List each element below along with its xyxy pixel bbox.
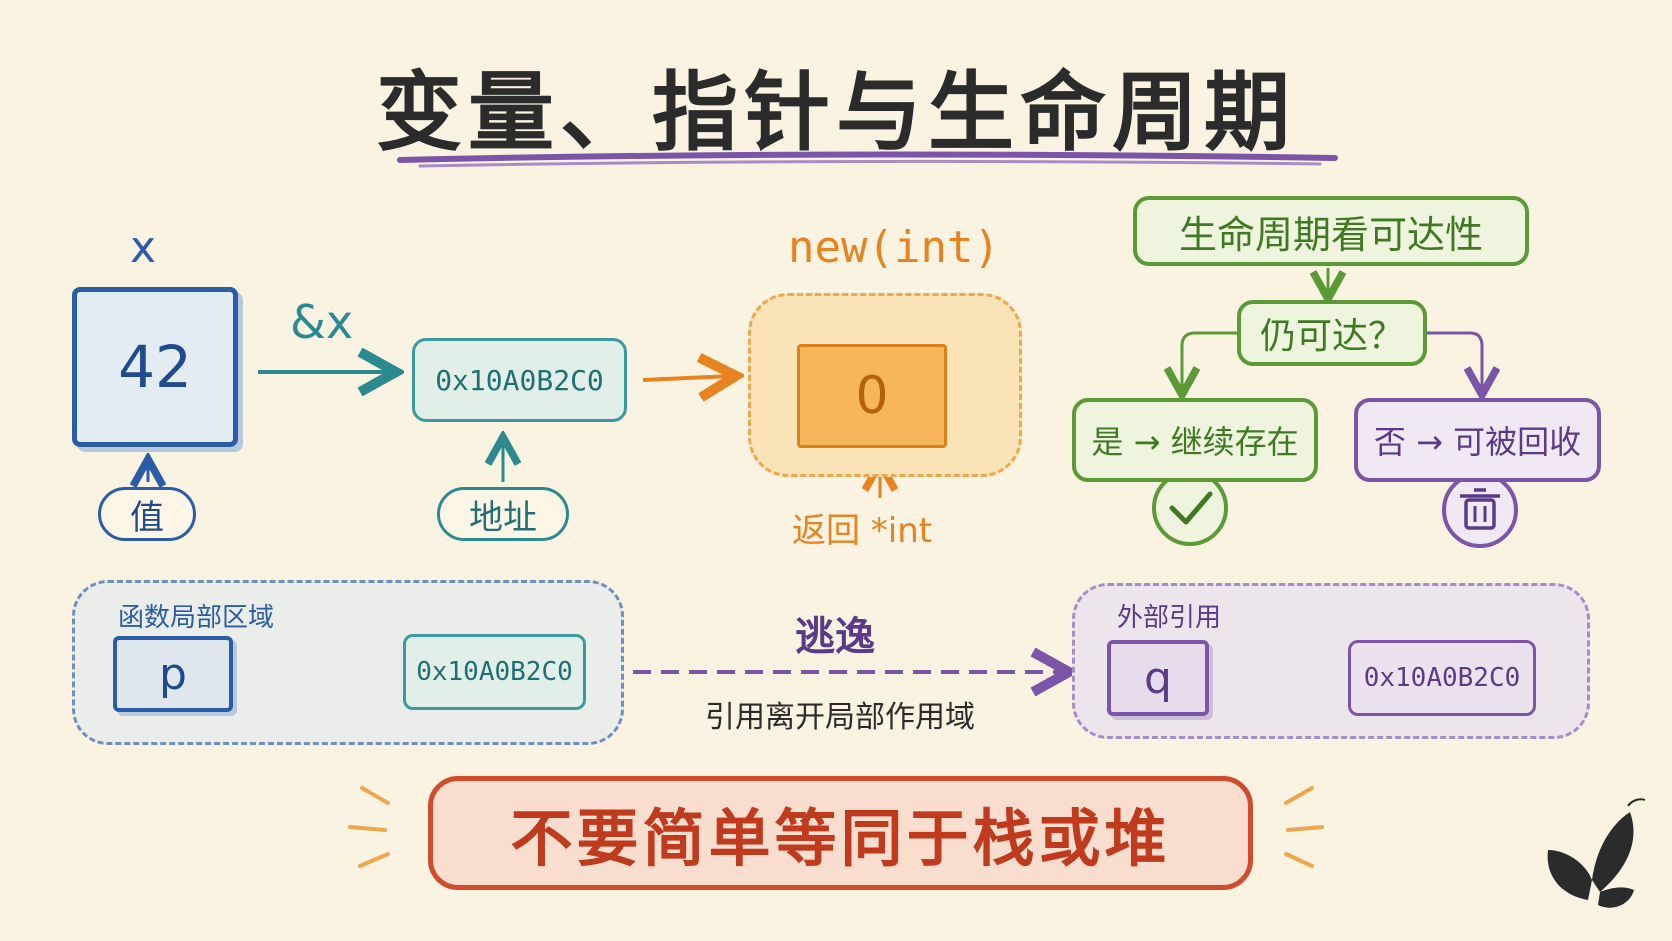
- heap-cell: 0: [797, 344, 947, 448]
- address-operator: &x: [290, 295, 354, 349]
- burst-right: [1284, 786, 1324, 868]
- variable-name: x: [130, 222, 157, 273]
- local-region-label: 函数局部区域: [118, 603, 275, 633]
- conclusion-banner: 不要简单等同于栈或堆: [428, 776, 1253, 890]
- burst-left: [348, 786, 390, 868]
- check-icon: [1152, 470, 1228, 546]
- value-tag: 值: [98, 487, 196, 541]
- return-label: 返回 *int: [792, 511, 933, 551]
- butterfly-logo: [1547, 798, 1646, 908]
- variable-value: 42: [118, 333, 192, 401]
- no-branch: 否 → 可被回收: [1354, 398, 1601, 482]
- escape-label: 逃逸: [795, 614, 875, 660]
- page-title: 变量、指针与生命周期: [376, 63, 1296, 163]
- lifecycle-title: 生命周期看可达性: [1133, 196, 1529, 266]
- points-to-arrow: [642, 376, 732, 380]
- pointer-p: p: [113, 636, 233, 712]
- yes-branch: 是 → 继续存在: [1072, 398, 1318, 482]
- reachable-question: 仍可达？: [1237, 300, 1427, 366]
- ref-q: q: [1107, 640, 1209, 716]
- external-region-label: 外部引用: [1117, 603, 1222, 633]
- escape-note: 引用离开局部作用域: [705, 700, 975, 735]
- alloc-label: new(int): [788, 222, 1000, 273]
- external-address-box: 0x10A0B2C0: [1348, 640, 1536, 716]
- address-box: 0x10A0B2C0: [412, 338, 627, 422]
- heap-cell-value: 0: [855, 366, 889, 426]
- title-underline: [397, 151, 1338, 163]
- variable-box: 42: [72, 287, 238, 447]
- address-tag: 地址: [437, 487, 569, 541]
- local-address-box: 0x10A0B2C0: [403, 634, 586, 710]
- trash-icon: [1442, 472, 1518, 548]
